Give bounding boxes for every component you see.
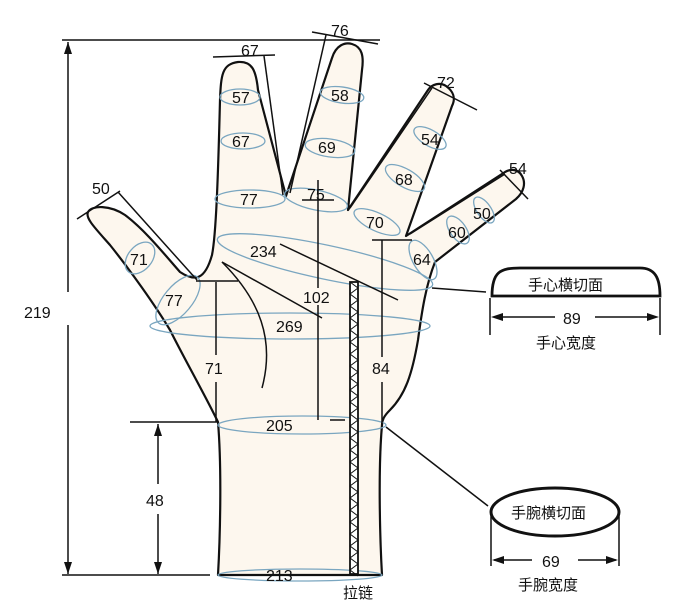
label-ring-base: 70 (366, 215, 384, 232)
label-middle-base: 75 (307, 187, 325, 204)
label-palm-length: 102 (303, 290, 330, 307)
zipper (349, 281, 359, 577)
label-overall-length: 219 (24, 305, 51, 322)
label-index-tip: 67 (241, 43, 259, 60)
palm-width-value: 89 (563, 311, 581, 328)
label-ring-mid: 68 (395, 172, 413, 189)
label-cuff-height: 48 (146, 493, 164, 510)
label-ring-upper: 54 (421, 132, 439, 149)
label-middle-mid: 69 (318, 140, 336, 157)
palm-width-caption: 手心宽度 (536, 334, 596, 352)
circumference-rings (124, 85, 495, 582)
crease-line (221, 261, 268, 389)
label-ring-tip: 72 (437, 75, 455, 92)
label-little-base: 64 (413, 252, 431, 269)
palm-section-title: 手心横切面 (528, 276, 603, 294)
label-zipper: 拉链 (343, 584, 373, 602)
label-index-upper: 57 (232, 90, 250, 107)
label-little-side-height: 84 (372, 361, 390, 378)
label-thumb-mid: 71 (130, 252, 148, 269)
label-thumb-side-height: 71 (205, 361, 223, 378)
wrist-width-value: 69 (542, 554, 560, 571)
label-middle-upper: 58 (331, 88, 349, 105)
label-cuff: 213 (266, 568, 293, 585)
measurement-labels: 219 48 50 71 77 67 57 67 77 76 58 69 75 … (24, 23, 527, 602)
wrist-section-title: 手腕横切面 (511, 504, 586, 522)
label-index-mid: 67 (232, 134, 250, 151)
wrist-width-caption: 手腕宽度 (518, 576, 578, 594)
label-thumb-tip: 50 (92, 181, 110, 198)
label-little-upper: 50 (473, 206, 491, 223)
label-thumb-base: 77 (165, 293, 183, 310)
label-palm-middle: 269 (276, 319, 303, 336)
label-wrist: 205 (266, 418, 293, 435)
label-little-tip: 54 (509, 161, 527, 178)
palm-cross-section: 手心横切面 89 手心宽度 (489, 266, 662, 352)
label-palm-upper: 234 (250, 244, 277, 261)
crease-line (221, 261, 323, 319)
label-middle-tip: 76 (331, 23, 349, 40)
label-little-mid: 60 (448, 225, 466, 242)
label-index-base: 77 (240, 192, 258, 209)
dimension-lines (62, 31, 529, 576)
wrist-cross-section: 手腕横切面 69 手腕宽度 (489, 486, 621, 594)
